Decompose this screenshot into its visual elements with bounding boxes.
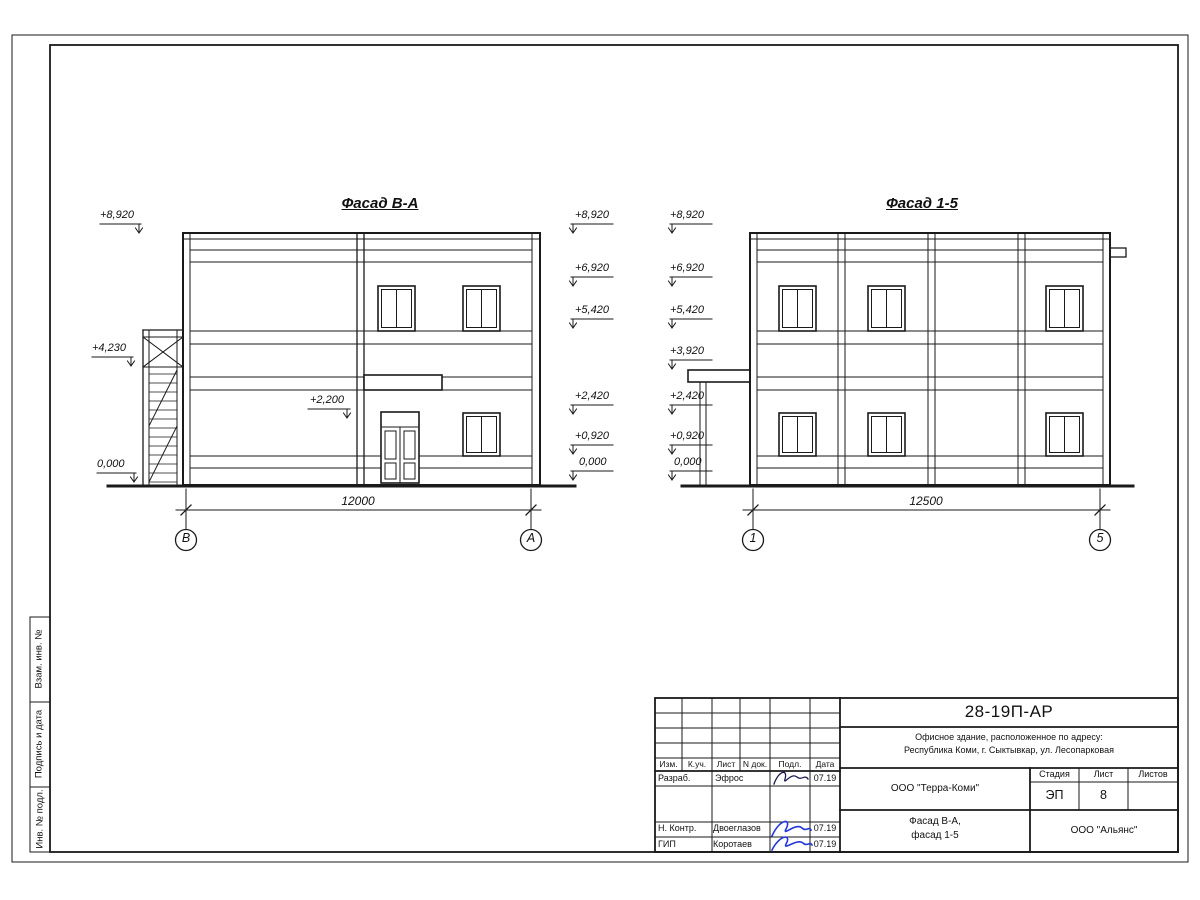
row-nc-role: Н. Контр. [658, 823, 697, 833]
window [1045, 412, 1084, 457]
col-kuch: К.уч. [687, 759, 707, 769]
title-block-content-line1: Фасад В-А, [909, 816, 961, 827]
elevation-mark: 0,000 [579, 456, 607, 468]
elevation-mark: +2,420 [670, 390, 704, 402]
title-block-code: 28-19П-АР [964, 702, 1054, 721]
title-block-contractor: ООО "Альянс" [1070, 825, 1138, 836]
fire-escape-stair [142, 329, 184, 486]
elevation-mark: +6,920 [575, 262, 609, 274]
title-block-object-line1: Офисное здание, расположенное по адресу: [915, 732, 1103, 742]
window [1045, 285, 1084, 332]
elevation-mark: +0,920 [670, 430, 704, 442]
elevation-mark: 0,000 [674, 456, 702, 468]
elevation-mark: +0,920 [575, 430, 609, 442]
col-ndok: N док. [742, 759, 768, 769]
sheet-label: Лист [1093, 769, 1114, 779]
stamp-vzam-inv: Взам. инв. № [33, 629, 45, 689]
elevation-mark: 0,000 [97, 458, 125, 470]
elevation-mark: +8,920 [670, 209, 704, 221]
row-dev-role: Разраб. [658, 773, 691, 783]
col-podl: Подл. [778, 759, 802, 769]
signature-ncontrol [770, 820, 813, 838]
elevation-mark: +8,920 [575, 209, 609, 221]
window [867, 412, 906, 457]
axis-bubble-a: А [526, 531, 536, 545]
window [462, 285, 501, 332]
title-block-object-line2: Республика Коми, г. Сыктывкар, ул. Лесоп… [904, 745, 1114, 755]
elevation-mark: +8,920 [100, 209, 134, 221]
axis-bubble-5: 5 [1096, 531, 1104, 545]
window [778, 285, 817, 332]
elevation-mark: +2,420 [575, 390, 609, 402]
entrance-door [380, 411, 420, 484]
col-data: Дата [815, 759, 835, 769]
title-block-content-line2: фасад 1-5 [911, 830, 959, 841]
sheet-frame [11, 34, 1189, 863]
signatures [770, 771, 814, 852]
elevation-mark: +5,420 [670, 304, 704, 316]
elevation-mark: +5,420 [575, 304, 609, 316]
stamp-inv-podl: Инв. № подл. [34, 789, 46, 849]
axis-bubble-1: 1 [749, 531, 757, 545]
elevation-mark: +4,230 [92, 342, 126, 354]
elevation-marks-lineart [91, 223, 713, 483]
window [867, 285, 906, 332]
title-block-lineart [654, 697, 1179, 853]
row-gip-name: Коротаев [713, 839, 752, 849]
dimension-label-15: 12500 [909, 494, 943, 508]
stage-label: Стадия [1039, 769, 1070, 779]
title-block-org: ООО "Терра-Коми" [890, 783, 980, 794]
col-izm: Изм. [659, 759, 678, 769]
window [462, 412, 501, 457]
stamp-podpis-data: Подпись и дата [33, 709, 45, 779]
side-canopy [687, 369, 751, 486]
window [377, 285, 416, 332]
stage-value: ЭП [1045, 788, 1064, 802]
signature-dev [773, 771, 809, 785]
row-dev-date: 07.19 [813, 773, 837, 783]
facade-15-title: Фасад 1-5 [886, 195, 958, 212]
facade-15-lineart [687, 232, 1127, 486]
window [778, 412, 817, 457]
row-dev-name: Эфрос [715, 773, 744, 783]
dimension-label-ba: 12000 [341, 494, 375, 508]
axis-bubble-b: В [181, 531, 191, 545]
facade-ba-lineart [142, 232, 541, 486]
row-gip-date: 07.19 [813, 839, 837, 849]
row-nc-date: 07.19 [813, 823, 837, 833]
row-nc-name: Двоеглазов [713, 823, 761, 833]
row-gip-role: ГИП [658, 839, 676, 849]
elevation-mark: +3,920 [670, 345, 704, 357]
sheets-label: Листов [1138, 769, 1168, 779]
signature-gip [770, 836, 814, 852]
dimensions-lineart [174, 488, 1112, 552]
roof-pipe [1109, 247, 1127, 258]
facade-ba-title: Фасад В-А [341, 195, 419, 212]
col-list: Лист [716, 759, 736, 769]
elevation-mark: +6,920 [670, 262, 704, 274]
entrance-canopy [363, 374, 443, 391]
elevation-mark: +2,200 [310, 394, 344, 406]
sheet-number: 8 [1100, 788, 1107, 802]
